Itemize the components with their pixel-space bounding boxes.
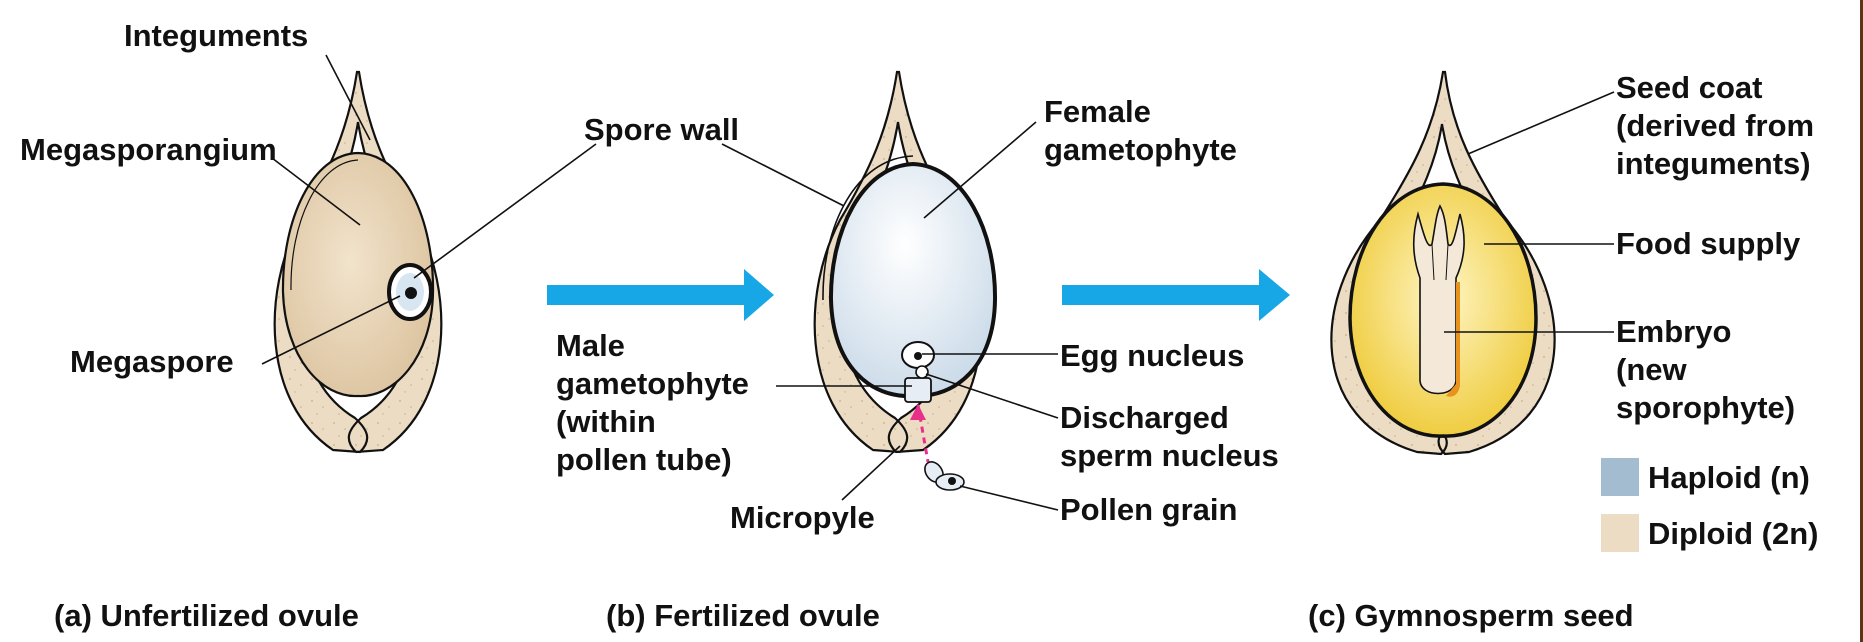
caption-b: (b) Fertilized ovule [606,598,880,633]
process-arrow-1 [547,269,774,321]
egg-nucleus-dot [914,352,922,360]
leader-micropyle [842,446,900,500]
label-pollen-grain: Pollen grain [1060,492,1237,527]
pollen-tube-shape [905,378,931,402]
process-arrow-2 [1062,269,1290,321]
label-embryo: Embryo (new sporophyte) [1616,314,1795,425]
legend-diploid-swatch [1601,514,1639,552]
label-integuments: Integuments [124,18,308,53]
label-egg-nucleus: Egg nucleus [1060,338,1244,373]
legend-diploid-label: Diploid (2n) [1648,516,1818,551]
leader-seed-coat [1468,92,1614,154]
label-micropyle: Micropyle [730,500,875,535]
label-food-supply: Food supply [1616,226,1801,261]
label-male-gametophyte: Male gametophyte (within pollen tube) [556,328,758,477]
leader-spore-wall-a [414,144,596,278]
caption-c: (c) Gymnosperm seed [1308,598,1634,633]
label-discharged-sperm: Discharged sperm nucleus [1060,400,1279,473]
label-spore-wall: Spore wall [584,112,739,147]
leader-pollen-grain [960,486,1058,510]
legend: Haploid (n) Diploid (2n) [1601,458,1818,552]
leader-spore-wall-b [722,144,844,206]
unfertilized-ovule [275,72,442,452]
label-megasporangium: Megasporangium [20,132,277,167]
pollen-grain-shape [921,458,964,490]
caption-a: (a) Unfertilized ovule [54,598,359,633]
legend-haploid-swatch [1601,458,1639,496]
fertilized-ovule [815,72,995,490]
sperm-nucleus-shape [916,366,928,378]
legend-haploid-label: Haploid (n) [1648,460,1810,495]
gymnosperm-seed [1331,72,1554,454]
label-female-gametophyte: Female gametophyte [1044,94,1237,167]
label-megaspore: Megaspore [70,344,234,379]
megaspore-nucleus [405,287,417,299]
label-seed-coat: Seed coat (derived from integuments) [1616,70,1823,181]
